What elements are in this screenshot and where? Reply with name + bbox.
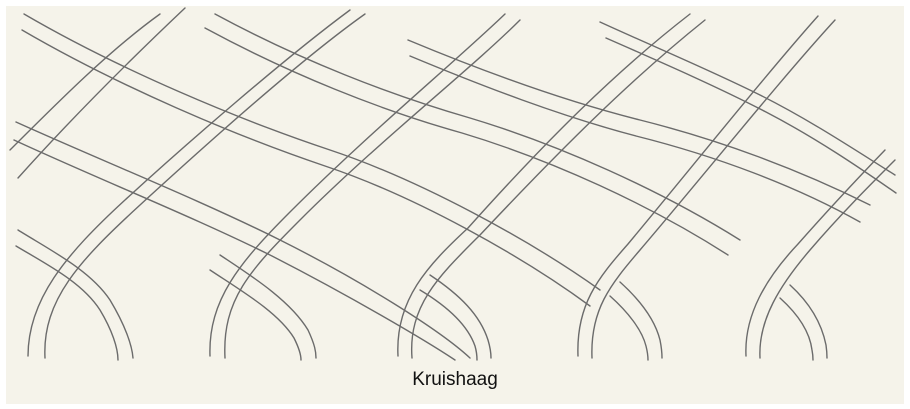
caption-label: Kruishaag (0, 369, 910, 391)
rising-branches (10, 8, 895, 358)
descending-branches (14, 14, 896, 360)
